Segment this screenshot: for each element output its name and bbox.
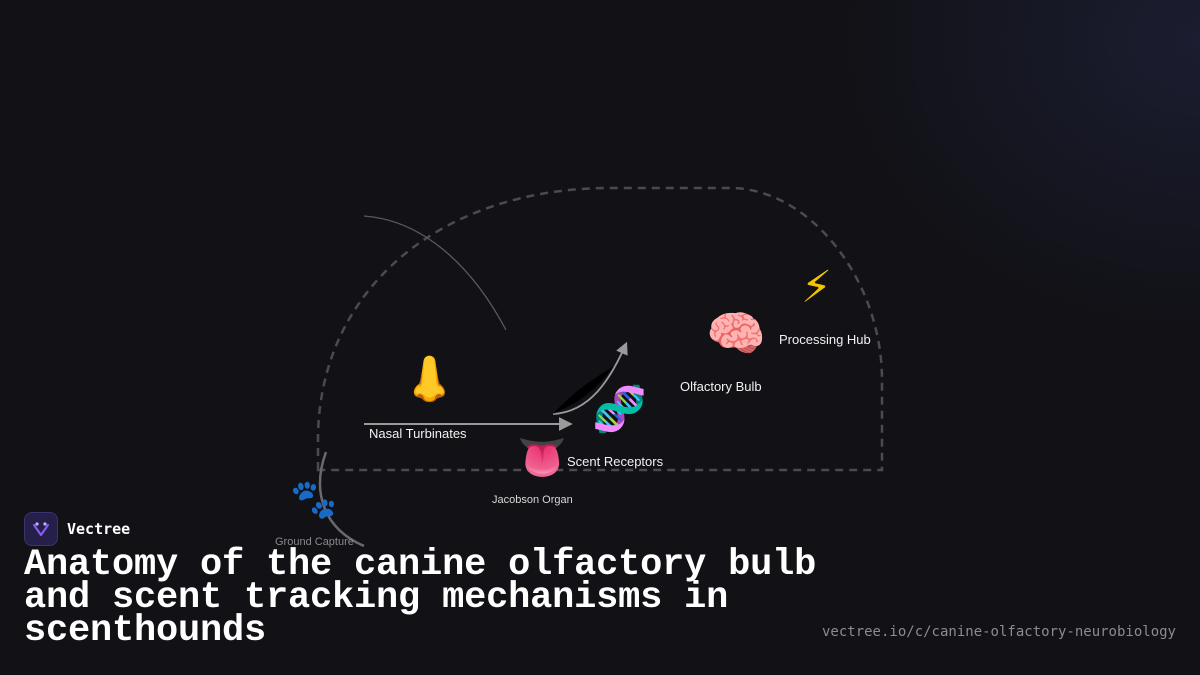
connector-ground-arc (318, 451, 365, 548)
node-label-scent-receptors: Scent Receptors (567, 454, 664, 469)
page-title: Anatomy of the canine olfactory bulb and… (24, 544, 817, 652)
node-label-olfactory-bulb: Olfactory Bulb (680, 379, 762, 394)
connector-arc-top (363, 215, 507, 331)
node-label-nasal-turbinates: Nasal Turbinates (369, 426, 467, 441)
vectree-logo-icon (24, 512, 58, 546)
lightning-icon: ⚡ (801, 262, 832, 313)
connector-receptors-to-bulb (552, 341, 628, 415)
node-label-ground-capture: Ground Capture (275, 536, 354, 548)
brand: Vectree (24, 512, 130, 546)
node-label-processing-hub: Processing Hub (779, 332, 871, 347)
tongue-icon: 👅 (517, 435, 567, 481)
brain-icon: 🧠 (706, 306, 766, 362)
brand-name: Vectree (67, 520, 131, 538)
paw-prints-icon: 🐾 (290, 477, 338, 521)
nose-icon: 👃 (402, 354, 457, 405)
dna-icon: 🧬 (592, 384, 647, 435)
page-url[interactable]: vectree.io/c/canine-olfactory-neurobiolo… (821, 624, 1176, 640)
node-label-jacobson-organ: Jacobson Organ (492, 494, 573, 506)
connector-wedge (553, 366, 614, 414)
dashed-enclosure (316, 186, 884, 472)
